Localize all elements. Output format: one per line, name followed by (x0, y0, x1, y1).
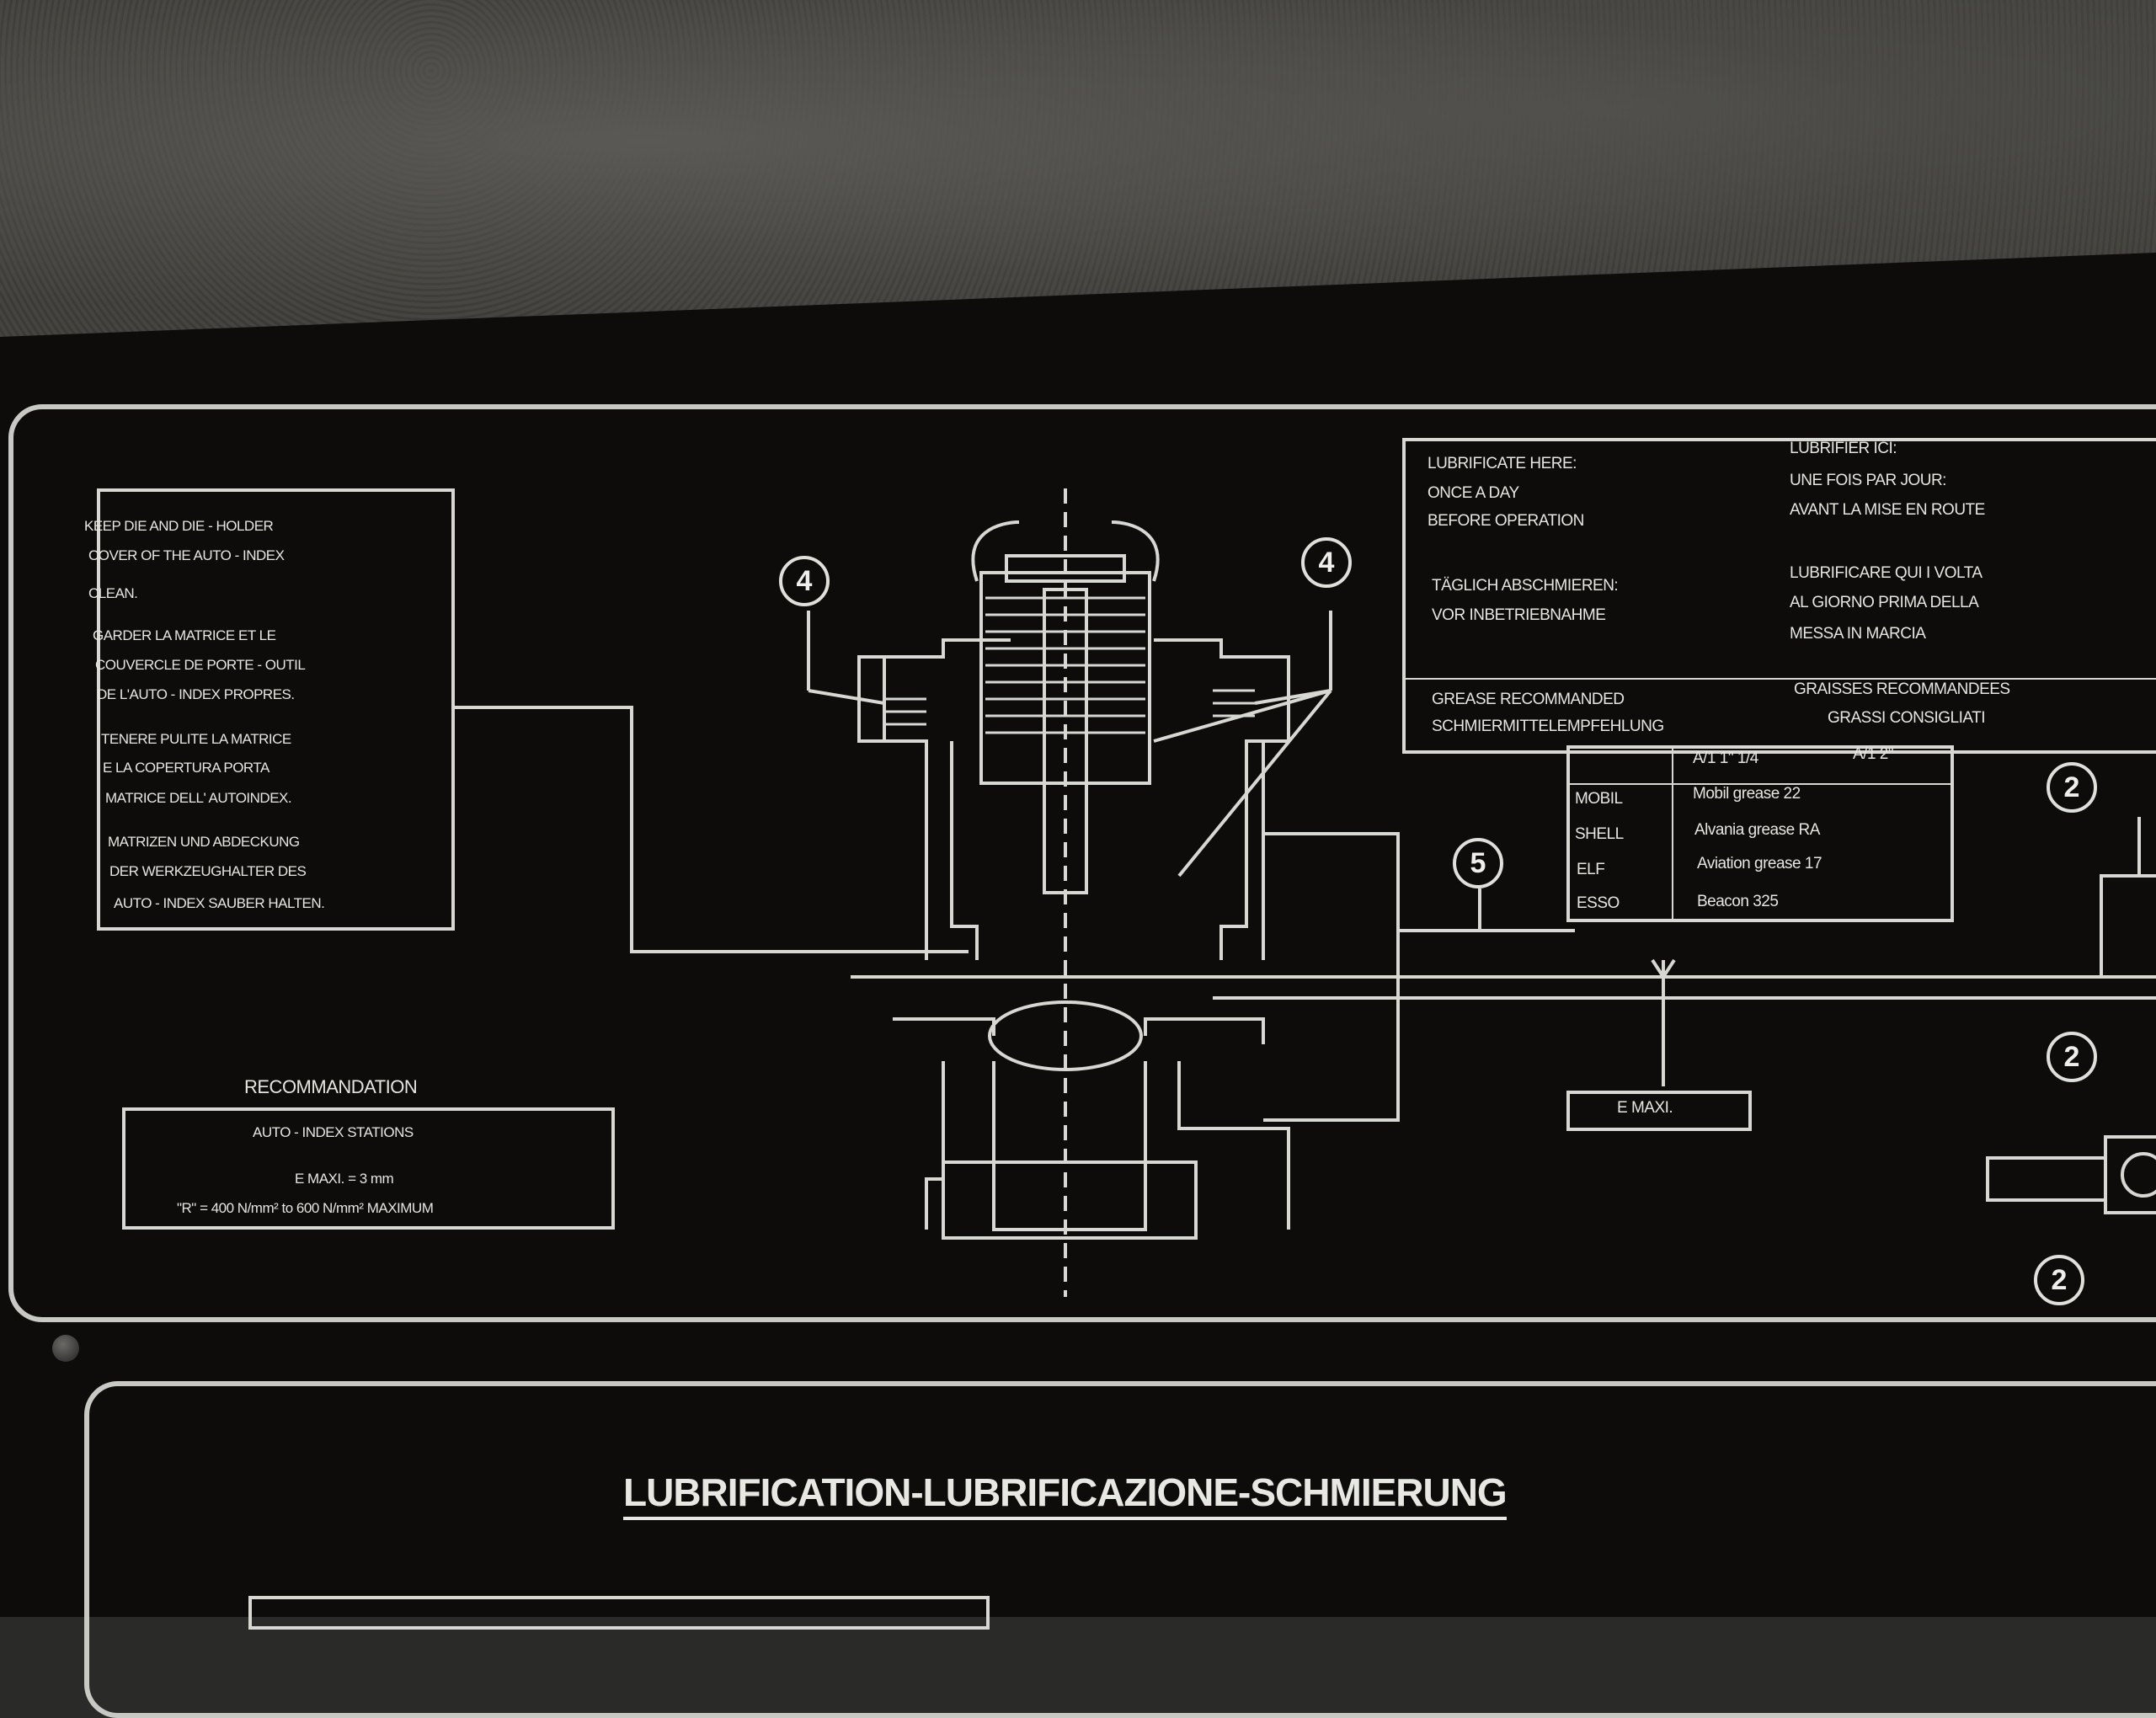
grease-header: A/1 1" 1/4 (1693, 750, 1758, 767)
lubricate-it: AL GIORNO PRIMA DELLA (1790, 594, 1979, 611)
lube-point-number: 2 (2063, 771, 2080, 803)
lubricate-en: BEFORE OPERATION (1428, 512, 1584, 530)
keep-line: DER WERKZEUGHALTER DES (109, 863, 307, 879)
grease-brand: SHELL (1575, 825, 1624, 843)
keep-line: TENERE PULITE LA MATRICE (101, 731, 291, 747)
lube-point-4-right: 4 (1301, 537, 1352, 588)
emaxi-label: E MAXI. (1617, 1099, 1673, 1117)
recommendation-title: RECOMMANDATION (244, 1076, 418, 1097)
grease-product: Alvania grease RA (1694, 821, 1820, 839)
grease-product: Aviation grease 17 (1697, 855, 1822, 872)
keep-line: AUTO - INDEX SAUBER HALTEN. (114, 895, 325, 911)
lubricate-it: LUBRIFICARE QUI I VOLTA (1790, 564, 1983, 582)
keep-line: MATRICE DELL' AUTOINDEX. (105, 790, 292, 806)
lube-point-number: 5 (1470, 846, 1486, 879)
lower-diagram-edge (248, 1596, 990, 1630)
keep-line: MATRIZEN UND ABDECKUNG (108, 834, 300, 850)
lubricate-en: ONCE A DAY (1428, 484, 1519, 502)
grease-brand: ESSO (1577, 894, 1620, 912)
grease-brand: MOBIL (1575, 790, 1623, 808)
grease-de: SCHMIERMITTELEMPFEHLUNG (1432, 718, 1664, 735)
grease-en: GREASE RECOMMANDED (1432, 691, 1625, 708)
lubricate-de: VOR INBETRIEBNAHME (1432, 606, 1606, 624)
grease-product: Beacon 325 (1697, 893, 1779, 910)
lube-point-2-top: 2 (2047, 762, 2097, 813)
lube-point-number: 4 (796, 564, 813, 597)
recommendation-box (122, 1107, 615, 1230)
keep-line: CLEAN. (88, 585, 138, 601)
lubricate-fr: LUBRIFIER ICI: (1790, 440, 1897, 457)
lubricate-fr: AVANT LA MISE EN ROUTE (1790, 501, 1985, 519)
lube-point-5: 5 (1453, 838, 1503, 888)
rivet (52, 1335, 79, 1362)
emaxi-box (1566, 1091, 1752, 1131)
keep-line: GARDER LA MATRICE ET LE (93, 627, 276, 643)
grease-table (1566, 745, 1954, 922)
concrete-wall (0, 0, 2156, 354)
lubricate-fr: UNE FOIS PAR JOUR: (1790, 472, 1946, 489)
keep-line: KEEP DIE AND DIE - HOLDER (84, 518, 274, 534)
keep-line: E LA COPERTURA PORTA (103, 760, 270, 776)
lubricate-en: LUBRIFICATE HERE: (1428, 455, 1577, 472)
lubricate-box (1402, 438, 2156, 754)
upper-panel-frame (8, 404, 2156, 1322)
lube-point-number: 2 (2051, 1263, 2068, 1296)
die-holder-diagram (455, 488, 2156, 1297)
recommendation-line: E MAXI. = 3 mm (295, 1171, 394, 1187)
keep-line: DE L'AUTO - INDEX PROPRES. (97, 686, 295, 702)
recommendation-line: AUTO - INDEX STATIONS (253, 1124, 414, 1140)
grease-table-hline (1566, 783, 1954, 785)
grease-table-vline (1672, 745, 1673, 922)
grease-header: A/1 2" (1853, 745, 1894, 763)
lubrication-title: LUBRIFICATION-LUBRIFICAZIONE-SCHMIERUNG (623, 1470, 1508, 1520)
lube-point-2-bottom: 2 (2034, 1255, 2084, 1305)
lubricate-de: TÄGLICH ABSCHMIEREN: (1432, 577, 1619, 595)
lubricate-it: MESSA IN MARCIA (1790, 625, 1926, 643)
instruction-plate (0, 253, 2156, 1617)
keep-clean-box (97, 488, 455, 931)
lube-point-number: 2 (2063, 1040, 2080, 1073)
grease-product: Mobil grease 22 (1693, 785, 1801, 803)
lube-point-4-left: 4 (779, 556, 830, 606)
grease-brand: ELF (1577, 861, 1605, 878)
grease-divider (1402, 678, 2156, 680)
lube-point-2-middle: 2 (2047, 1032, 2097, 1082)
grease-it: GRASSI CONSIGLIATI (1828, 709, 1986, 727)
recommendation-line: "R" = 400 N/mm² to 600 N/mm² MAXIMUM (177, 1200, 434, 1216)
grease-fr: GRAISSES RECOMMANDEES (1794, 680, 2010, 698)
keep-line: COUVERCLE DE PORTE - OUTIL (95, 657, 306, 673)
lube-point-number: 4 (1318, 546, 1335, 579)
keep-line: COVER OF THE AUTO - INDEX (88, 547, 285, 563)
